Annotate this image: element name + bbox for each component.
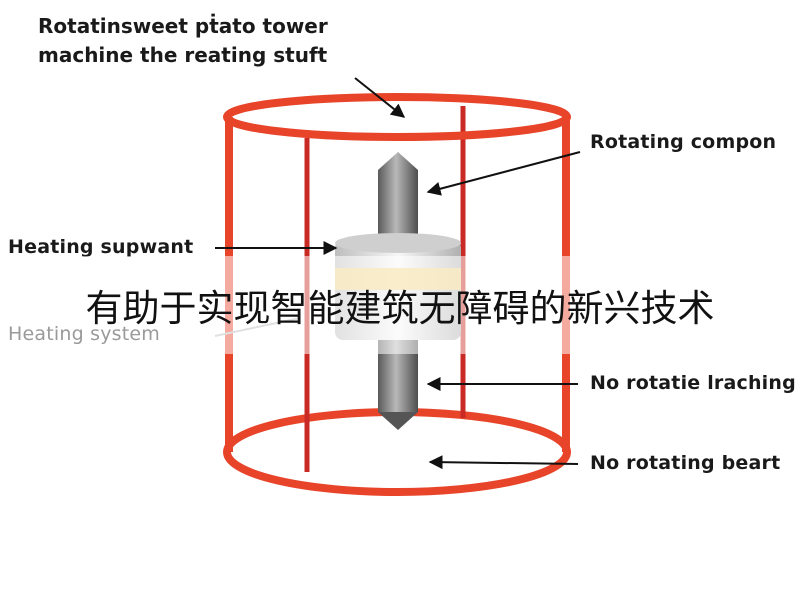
overlay-caption: 有助于实现智能建筑无障碍的新兴技术	[85, 287, 715, 330]
arrow-title	[354, 77, 406, 118]
arrow-rotating-component	[426, 151, 581, 196]
top-ring	[223, 93, 571, 141]
diagram-title-line-2: machine the reating stuft	[38, 43, 328, 67]
hub-top	[335, 233, 461, 253]
caption-banner	[0, 256, 800, 354]
label-no-rotating-bearing: No rotating beart	[590, 452, 781, 474]
diagram-title-line-1: Rotatinsweet pṫato tower	[38, 14, 328, 38]
arrow-no-rotating-bearing	[428, 455, 579, 470]
label-heating-system: Heating system	[8, 323, 160, 345]
lower-shaft-tip	[378, 412, 418, 430]
label-rotating-component: Rotating compon	[590, 131, 777, 153]
label-no-rotating-machine: No rotatie lraching	[590, 372, 796, 394]
label-heating-support: Heating supwant	[8, 236, 194, 258]
upper-shaft	[378, 152, 418, 250]
